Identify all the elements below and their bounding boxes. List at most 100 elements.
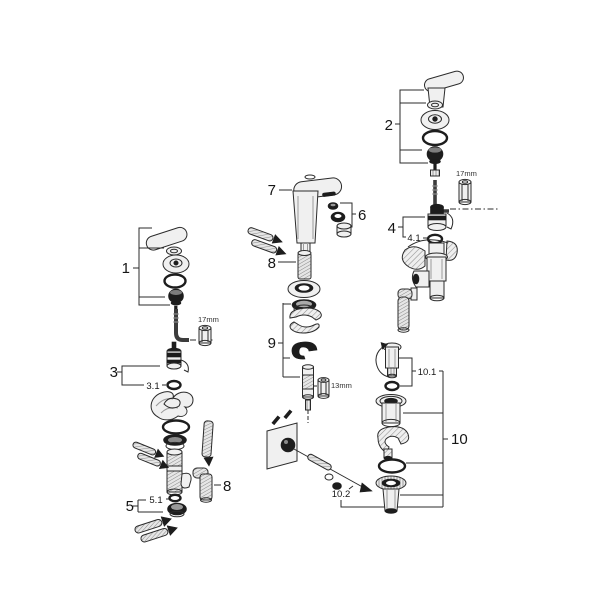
part-dome-nut-right [426,146,444,165]
part-screw-1 [271,415,281,426]
callout-9-label: 9 [268,335,276,352]
part-hose-lower-left [134,516,172,534]
part-cartridge-o-ring [166,379,182,391]
group-8-middle-hose: 8 [247,227,312,280]
callout-4-label: 4 [388,220,396,237]
callout-5-1-label: 5.1 [149,495,162,506]
callout-bracket-10-2 [340,485,443,508]
part-spout-vent [304,174,316,180]
callout-10-label: 10 [451,431,468,448]
part-clamp-upper [289,307,322,321]
part-base-gasket [163,434,187,451]
part-body-wing-right [445,240,458,261]
part-pop-up-rod [293,448,369,491]
part-side-port [411,270,430,288]
arrow-rod-end-icon [359,482,373,493]
arrow-down-icon [203,456,214,467]
part-screw-2 [283,409,293,420]
callout-1-label: 1 [122,260,130,277]
part-threaded-adapter [302,364,314,423]
part-plug-o-ring [384,380,400,392]
callout-6-label: 6 [358,207,366,224]
callout-bracket-3 [117,365,166,386]
part-pop-up-plug [382,342,402,379]
tool-13mm-label: 13mm [331,381,352,390]
part-escutcheon-rosette [287,280,321,298]
group-8-left-elbow-hose: 8 [192,420,231,503]
part-rod-ring [324,473,334,481]
part-cartridge-o-ring-right [426,233,444,245]
part-o-ring-right [421,129,449,147]
tool-17mm-right-label: 17mm [456,169,477,178]
group-right-body [397,239,458,333]
part-large-o-ring [161,419,191,435]
callout-8-left-label: 8 [223,478,231,495]
callout-bracket-10-1 [399,357,443,387]
hex-bit-17mm-right-icon [458,178,472,206]
tool-17mm-left-group: 17mm [173,309,219,347]
part-hose-middle-1 [247,227,283,244]
callout-bracket-2 [395,89,428,164]
callout-5-label: 5 [126,498,134,515]
part-spout-body-casting [150,391,194,421]
part-overflow-clamp [377,426,410,461]
group-left-body-and-shank [132,391,194,496]
group-adapter-and-13mm: 13mm [302,364,352,423]
part-aerator-housing [336,222,352,238]
part-waste-o-ring [377,458,407,474]
part-spout-column [292,190,319,244]
part-o-ring [163,273,187,289]
part-body-cylinder [425,242,448,302]
part-hose-upper-left-2 [137,452,170,470]
part-cartridge [166,347,189,373]
part-horseshoe-clamp [291,341,318,360]
allen-key-icon [174,309,189,342]
callout-8-middle-label: 8 [268,255,276,272]
hex-bit-17mm-left-icon [198,324,212,347]
rotate-arrow-icon [375,345,390,378]
part-lever-handle-right [424,70,464,93]
part-rod-nut [332,482,342,490]
part-elbow-hose-right [397,287,418,333]
group-5-mounting-set: 5 5.1 [126,493,187,543]
callout-bracket-9 [278,303,300,378]
group-9-mounting-clamps: 9 [268,280,322,378]
callout-7-label: 7 [268,182,276,199]
callout-2-label: 2 [385,117,393,134]
callout-bracket-6 [340,202,356,228]
part-waste-body [375,475,407,514]
part-body-wing-left [401,246,426,270]
group-10-pop-up-waste: 10.1 10 [375,342,468,514]
part-threaded-shank [166,448,192,496]
callout-bracket-5 [133,498,169,513]
part-check-valve-hose [297,242,312,280]
group-4-cartridge: 4 4.1 [388,203,454,245]
part-dome-nut [168,288,184,306]
part-drain-flange [375,394,407,428]
part-hose-middle-2 [251,239,287,256]
group-2-handle-assembly: 2 [385,70,464,177]
part-mounting-nut [167,502,187,518]
part-rod-spring [307,453,332,471]
group-10-2-pop-up-linkage: 10.2 [266,409,443,508]
part-mounting-o-ring [168,493,182,503]
callout-bracket-10 [400,371,448,507]
callout-bracket-4 [398,216,427,239]
callout-10-1-label: 10.1 [418,367,437,378]
callout-3-label: 3 [110,364,118,381]
part-cap-ring-right [427,100,443,110]
tool-17mm-left-label: 17mm [198,315,219,324]
group-7-spout: 7 [268,174,343,244]
part-cartridge-right [427,203,454,231]
part-hose-upper-left [132,441,165,458]
group-6-aerator-set: 6 [327,202,366,238]
callout-3-1-label: 3.1 [146,381,159,392]
part-cap-ring [166,246,182,256]
hex-bit-13mm-icon [317,377,330,399]
callout-4-1-label: 4.1 [407,233,420,244]
group-3-cartridge: 3 3.1 [110,341,189,392]
part-screw-right [430,169,440,177]
part-hose-lower-left-2 [140,525,178,543]
